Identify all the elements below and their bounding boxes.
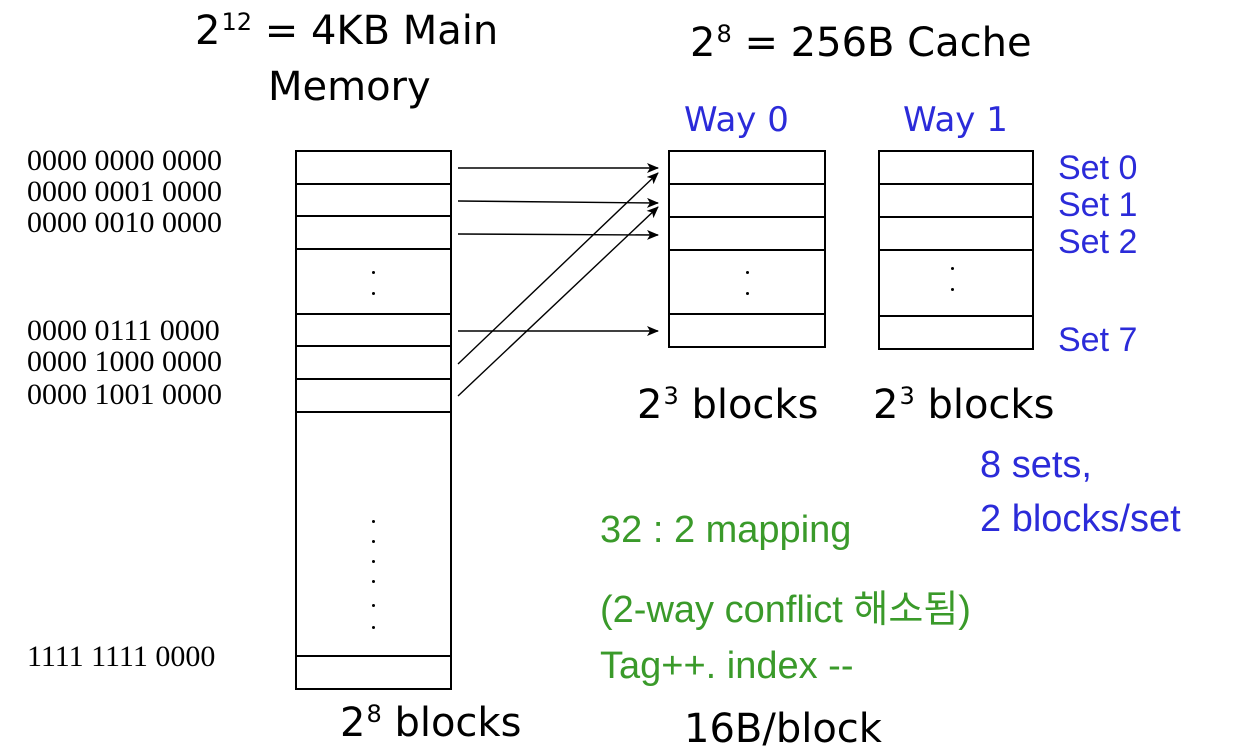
main-memory-title: 212 = 4KB Main	[195, 8, 499, 54]
arrow-wrap-set1	[457, 206, 659, 397]
conflict-note: (2-way conflict 해소됨)	[600, 589, 971, 631]
ellipsis-dot	[372, 271, 375, 274]
address-label: 0000 0111 0000	[27, 314, 220, 347]
ellipsis-dot	[372, 560, 375, 563]
main-memory-title-line2: Memory	[268, 64, 431, 110]
tag-index-note: Tag++. index --	[600, 645, 854, 687]
way-row-divider	[878, 249, 1034, 251]
ellipsis-dot	[372, 292, 375, 295]
ellipsis-dot	[951, 288, 954, 291]
arrow-wrap-set0	[457, 172, 659, 365]
way-1-label: Way 1	[903, 100, 1008, 140]
memory-row-divider	[295, 345, 452, 347]
mapping-note: 32 : 2 mapping	[600, 509, 852, 551]
set-label: Set 1	[1058, 186, 1138, 224]
arrow-set2	[457, 229, 659, 240]
cache-blocks-per-set-info: 2 blocks/set	[980, 498, 1181, 540]
ellipsis-dot	[372, 626, 375, 629]
memory-row-divider	[295, 183, 452, 185]
memory-row-divider	[295, 378, 452, 380]
ellipsis-dot	[746, 292, 749, 295]
main-memory-column	[295, 150, 452, 690]
block-size-label: 16B/block	[684, 706, 882, 746]
way-row-divider	[668, 249, 826, 251]
ellipsis-dot	[372, 540, 375, 543]
set-label: Set 7	[1058, 321, 1138, 359]
ellipsis-dot	[372, 580, 375, 583]
ellipsis-dot	[951, 267, 954, 270]
address-label: 0000 0001 0000	[27, 175, 222, 208]
address-label: 0000 0010 0000	[27, 206, 222, 239]
address-label: 0000 1000 0000	[27, 345, 222, 378]
ellipsis-dot	[372, 604, 375, 607]
memory-row-divider	[295, 313, 452, 315]
address-label: 1111 1111 0000	[27, 640, 216, 673]
memory-row-divider	[295, 248, 452, 250]
cache-sets-info: 8 sets,	[980, 444, 1092, 486]
way-row-divider	[878, 216, 1034, 218]
way-row-divider	[668, 183, 826, 185]
set-label: Set 0	[1058, 149, 1138, 187]
way-row-divider	[878, 315, 1034, 317]
memory-block-count: 28 blocks	[340, 700, 522, 746]
address-label: 0000 0000 0000	[27, 144, 222, 177]
set-label: Set 2	[1058, 223, 1138, 261]
memory-row-divider	[295, 411, 452, 413]
way-row-divider	[668, 216, 826, 218]
way-row-divider	[668, 313, 826, 315]
ellipsis-dot	[746, 271, 749, 274]
way-row-divider	[878, 183, 1034, 185]
way-1-block-count: 23 blocks	[873, 382, 1055, 428]
memory-row-divider	[295, 655, 452, 657]
cache-title: 28 = 256B Cache	[690, 20, 1032, 66]
memory-row-divider	[295, 215, 452, 217]
ellipsis-dot	[372, 520, 375, 523]
arrow-set1	[457, 197, 659, 208]
address-label: 0000 1001 0000	[27, 378, 222, 411]
way-0-block-count: 23 blocks	[637, 382, 819, 428]
way-0-label: Way 0	[684, 100, 789, 140]
